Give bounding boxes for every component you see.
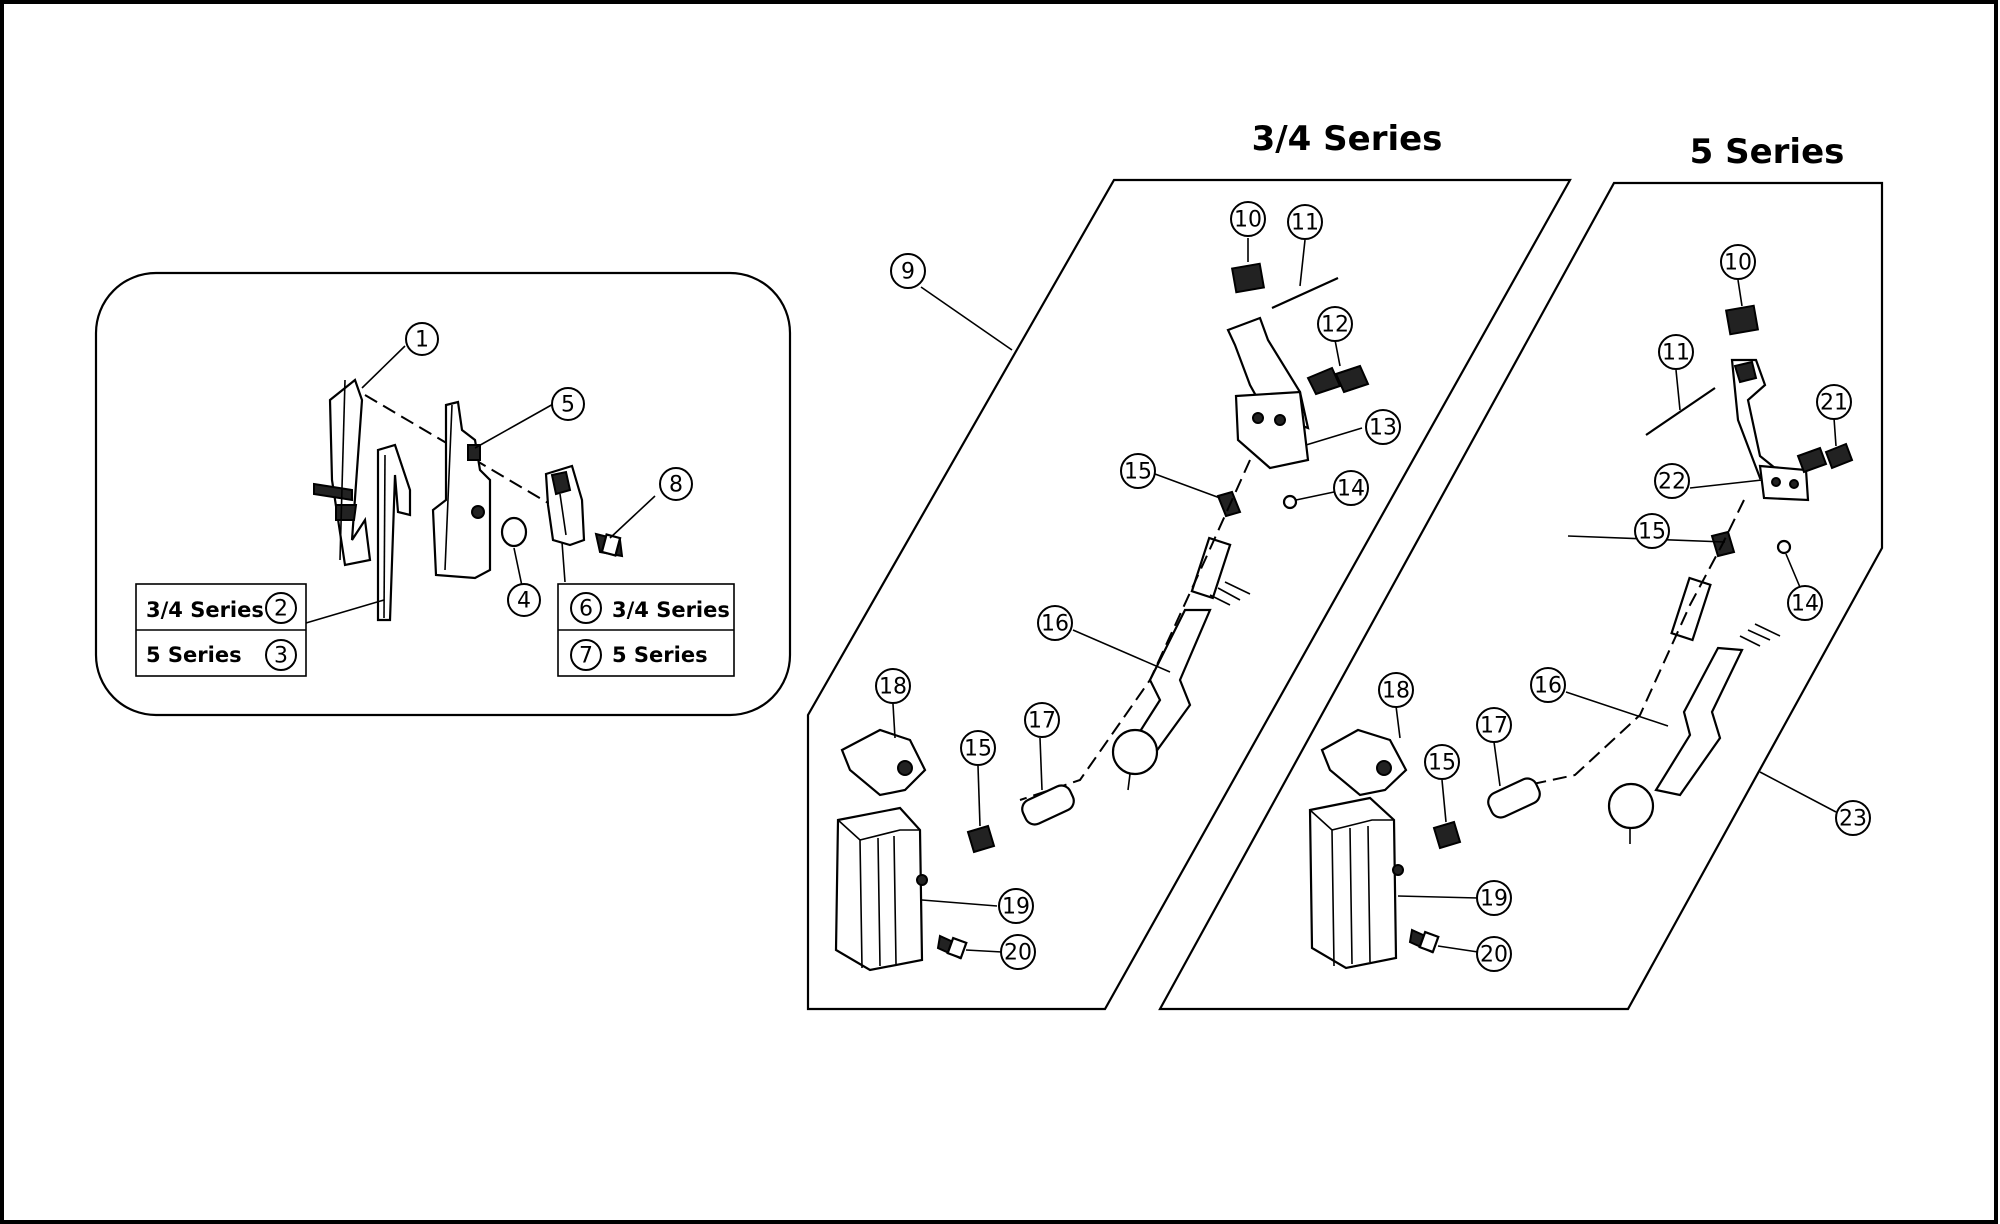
- callout-19: 19: [1476, 880, 1512, 916]
- callout-15: 15: [960, 730, 996, 766]
- callout-16: 16: [1037, 605, 1073, 641]
- svg-text:8: 8: [669, 473, 683, 498]
- series-34-frame: [806, 178, 1572, 1011]
- svg-text:6: 6: [579, 597, 593, 622]
- svg-text:12: 12: [1321, 313, 1349, 338]
- svg-text:11: 11: [1662, 341, 1690, 366]
- callout-11: 11: [1287, 204, 1323, 240]
- callout-22: 22: [1654, 463, 1690, 499]
- svg-text:5: 5: [561, 393, 575, 418]
- callout-21: 21: [1816, 384, 1852, 420]
- svg-text:20: 20: [1004, 941, 1032, 966]
- inset-rounded-frame: [94, 271, 792, 717]
- inset-panel: 3/4 Series 5 Series 2 3 3/4 Series 5 Ser…: [94, 271, 792, 717]
- svg-text:19: 19: [1002, 895, 1030, 920]
- svg-text:14: 14: [1337, 477, 1365, 502]
- series-34-group: 3/4 Series: [806, 119, 1572, 1011]
- svg-text:15: 15: [964, 737, 992, 762]
- svg-text:14: 14: [1791, 592, 1819, 617]
- svg-text:15: 15: [1124, 460, 1152, 485]
- svg-text:7: 7: [579, 644, 593, 669]
- callout-1: 1: [405, 322, 439, 356]
- svg-text:10: 10: [1234, 208, 1262, 233]
- svg-text:19: 19: [1480, 887, 1508, 912]
- series-5-frame: [1158, 181, 1884, 1011]
- svg-text:9: 9: [901, 260, 915, 285]
- callout-6: 6: [570, 592, 602, 624]
- callout-11: 11: [1658, 334, 1694, 370]
- callout-5: 5: [551, 387, 585, 421]
- variant-b-34-label: 3/4 Series: [612, 598, 730, 622]
- part-6-7-clamp: [544, 464, 586, 547]
- callout-14: 14: [1787, 585, 1823, 621]
- svg-text:17: 17: [1028, 709, 1056, 734]
- svg-text:22: 22: [1658, 470, 1686, 495]
- svg-text:23: 23: [1839, 807, 1867, 832]
- callout-14: 14: [1333, 470, 1369, 506]
- callout-10: 10: [1720, 244, 1756, 280]
- part-4-disc: [500, 516, 528, 548]
- part-2-3-rod: [376, 443, 412, 622]
- svg-text:13: 13: [1369, 416, 1397, 441]
- callout-3: 3: [265, 639, 297, 671]
- callout-23: 23: [1835, 800, 1871, 836]
- callout-9: 9: [890, 253, 926, 289]
- variant-table-b: 3/4 Series 5 Series 6 7: [557, 583, 735, 677]
- callout-20: 20: [1476, 936, 1512, 972]
- variant-a-5-label: 5 Series: [146, 643, 242, 667]
- series-5-group: 5 Series: [1158, 132, 1884, 1011]
- svg-text:21: 21: [1820, 391, 1848, 416]
- callout-15: 15: [1120, 453, 1156, 489]
- callout-15: 15: [1634, 513, 1670, 549]
- callout-8: 8: [659, 467, 693, 501]
- callout-17: 17: [1024, 702, 1060, 738]
- svg-text:17: 17: [1480, 714, 1508, 739]
- callout-19: 19: [998, 888, 1034, 924]
- callout-17: 17: [1476, 707, 1512, 743]
- svg-text:15: 15: [1638, 520, 1666, 545]
- callout-18: 18: [875, 668, 911, 704]
- callout-4: 4: [507, 583, 541, 617]
- svg-text:4: 4: [517, 589, 531, 614]
- callout-20: 20: [1000, 934, 1036, 970]
- variant-a-34-label: 3/4 Series: [146, 598, 264, 622]
- svg-text:20: 20: [1480, 943, 1508, 968]
- svg-text:11: 11: [1291, 211, 1319, 236]
- callout-2: 2: [265, 592, 297, 624]
- callout-7: 7: [570, 639, 602, 671]
- svg-text:1: 1: [415, 328, 429, 353]
- svg-text:18: 18: [1382, 679, 1410, 704]
- callout-10: 10: [1230, 201, 1266, 237]
- part-1-plate: [313, 378, 372, 567]
- part-5-bracket: [431, 400, 492, 580]
- svg-text:18: 18: [879, 675, 907, 700]
- callout-18: 18: [1378, 672, 1414, 708]
- svg-text:15: 15: [1428, 751, 1456, 776]
- variant-b-5-label: 5 Series: [612, 643, 708, 667]
- svg-text:16: 16: [1041, 612, 1069, 637]
- svg-text:10: 10: [1724, 251, 1752, 276]
- callout-13: 13: [1365, 409, 1401, 445]
- callout-16: 16: [1530, 667, 1566, 703]
- callout-12: 12: [1317, 306, 1353, 342]
- variant-table-a: 3/4 Series 5 Series 2 3: [135, 583, 307, 677]
- part-8-screw: [594, 532, 624, 558]
- svg-text:2: 2: [274, 597, 288, 622]
- callout-15: 15: [1424, 744, 1460, 780]
- series-5-title: 5 Series: [1690, 132, 1845, 172]
- series-34-title: 3/4 Series: [1252, 119, 1443, 159]
- svg-text:16: 16: [1534, 674, 1562, 699]
- svg-text:3: 3: [274, 644, 288, 669]
